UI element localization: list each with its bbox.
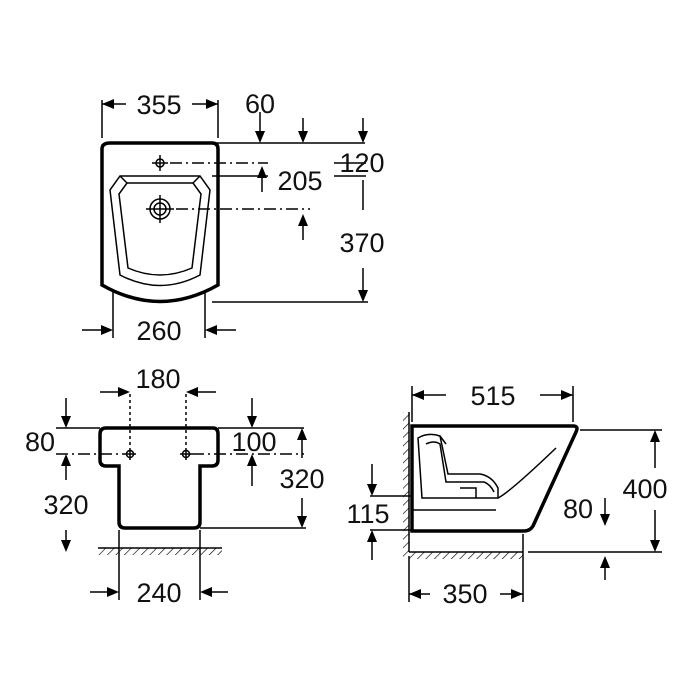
dim-80-side-label: 80	[563, 494, 593, 524]
front-view: 180 80 320 100 320	[25, 364, 325, 608]
top-view-outline	[100, 141, 220, 304]
dim-355-label: 355	[136, 90, 181, 120]
dim-515-label: 515	[470, 381, 515, 411]
dim-350-label: 350	[442, 579, 487, 609]
dim-260-label: 260	[136, 316, 181, 346]
dim-205-label: 205	[277, 166, 322, 196]
front-view-outline	[98, 426, 220, 530]
wall-hatch	[403, 412, 409, 552]
dim-100-label: 100	[231, 427, 276, 457]
floor-hatch	[98, 548, 222, 555]
dim-370-label: 370	[339, 228, 384, 258]
hole-left-icon	[124, 448, 136, 460]
floor-hatch-side	[403, 552, 523, 559]
dim-80-left-label: 80	[25, 427, 55, 457]
hole-right-icon	[180, 448, 192, 460]
side-view: 515 400 80 115 350	[346, 381, 667, 609]
dim-180-label: 180	[135, 364, 180, 394]
dim-115-label: 115	[346, 499, 389, 529]
top-view-bowl	[109, 175, 211, 287]
dim-320-left-label: 320	[43, 490, 88, 520]
side-view-bowl	[417, 433, 499, 499]
side-view-outline	[410, 424, 579, 533]
dim-60-label: 60	[245, 89, 275, 119]
dim-240-label: 240	[136, 578, 181, 608]
dim-320-right-label: 320	[279, 464, 324, 494]
dim-120-label: 120	[339, 148, 384, 178]
top-view: 355 60 120 205 370	[82, 89, 385, 346]
dim-400-label: 400	[622, 474, 667, 504]
